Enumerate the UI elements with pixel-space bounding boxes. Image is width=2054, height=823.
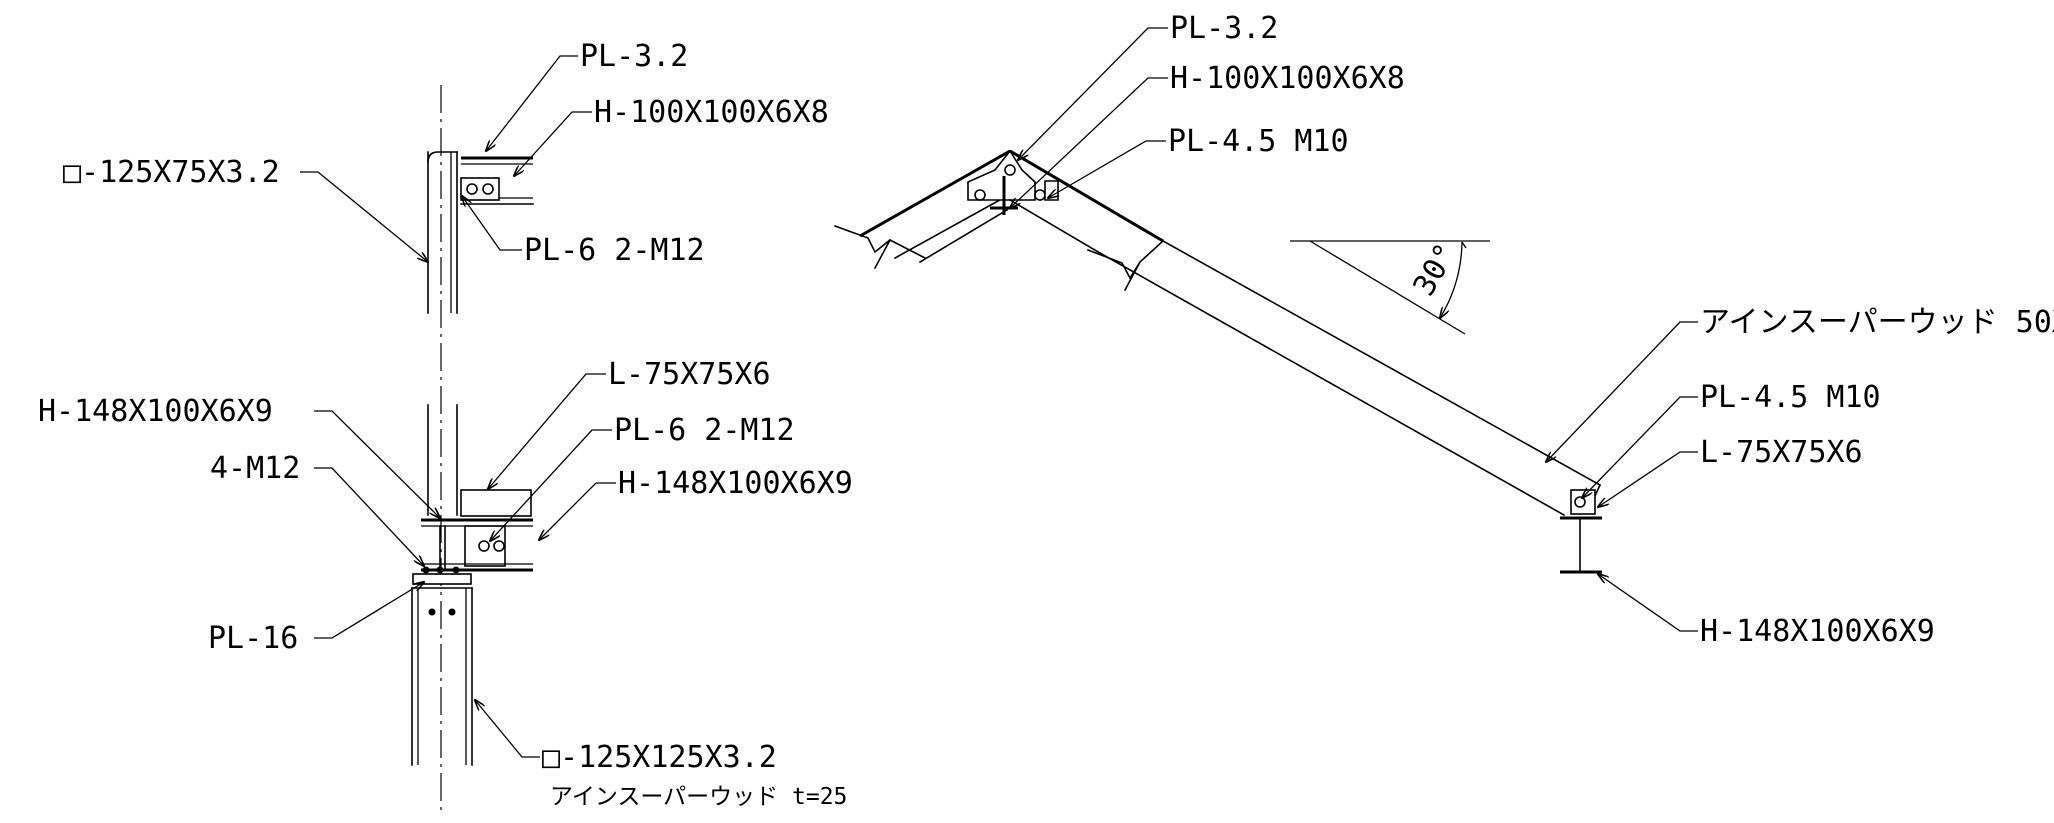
label-wood-50x95: アインスーパーウッド 50X95 — [1700, 305, 2054, 340]
left-slope — [833, 149, 1011, 270]
bolt-icon — [482, 183, 494, 195]
label-h148-left: H-148X100X6X9 — [38, 394, 273, 429]
left-leaders — [300, 55, 616, 758]
label-pl32-right: PL-3.2 — [1170, 11, 1278, 46]
end-support — [1560, 489, 1602, 574]
label-box125x75: □-125X75X3.2 — [63, 155, 280, 190]
upper-column — [427, 151, 458, 314]
lower-column — [411, 587, 473, 766]
label-h100-top: H-100X100X6X8 — [594, 95, 829, 130]
label-l75-left: L-75X75X6 — [608, 357, 771, 392]
right-slope-top — [1008, 149, 1165, 292]
label-4m12: 4-M12 — [210, 451, 300, 486]
bolt-icon — [478, 540, 490, 552]
label-h148-mid: H-148X100X6X9 — [618, 466, 853, 501]
bolt-icon — [1004, 164, 1016, 176]
label-pl16: PL-16 — [208, 621, 298, 656]
label-pl32-top: PL-3.2 — [580, 39, 688, 74]
right-leaders — [1010, 27, 1698, 632]
bolt-icon — [974, 189, 986, 201]
label-box125x125: □-125X125X3.2 — [542, 740, 777, 775]
label-wood-t25: アインスーパーウッド t=25 — [550, 784, 847, 810]
label-h100-right: H-100X100X6X8 — [1170, 61, 1405, 96]
mid-beam — [421, 489, 533, 572]
left-column-section: PL-3.2 H-100X100X6X8 □-125X75X3.2 PL-6 2… — [38, 39, 853, 815]
label-l75-right: L-75X75X6 — [1700, 435, 1863, 470]
top-beam — [460, 156, 534, 205]
label-pl45-top: PL-4.5 M10 — [1168, 124, 1349, 159]
label-h148-right: H-148X100X6X9 — [1700, 614, 1935, 649]
base-plate — [412, 566, 472, 585]
label-pl6-top: PL-6 2-M12 — [524, 233, 705, 268]
bolt-icon — [466, 183, 478, 195]
bolt-icon — [1034, 189, 1046, 201]
right-roof-section: 30° PL-3.2 H-100X100X6X8 PL-4.5 M10 アインス… — [833, 11, 2054, 649]
main-slope-member — [1098, 239, 1602, 517]
angle-reference: 30° — [1290, 238, 1490, 335]
label-angle: 30° — [1407, 238, 1464, 302]
label-pl6-mid: PL-6 2-M12 — [614, 413, 795, 448]
lower-upper-column — [427, 404, 458, 516]
label-pl45-right: PL-4.5 M10 — [1700, 380, 1881, 415]
